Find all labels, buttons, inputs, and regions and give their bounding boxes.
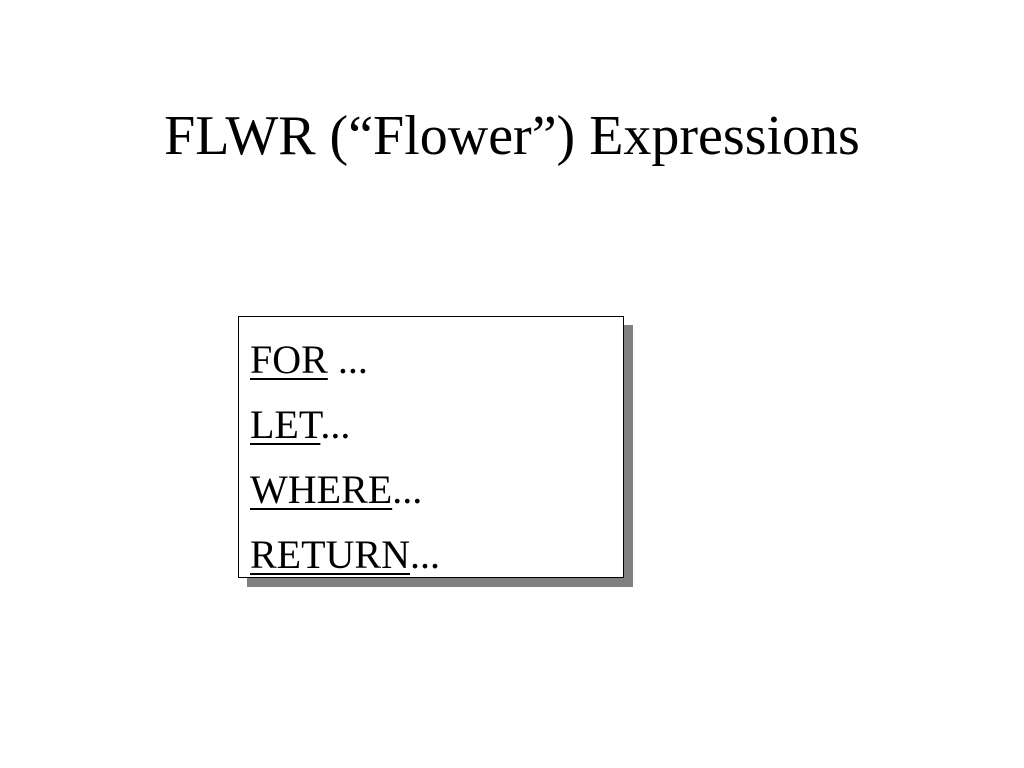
clause-keyword-return: RETURN	[250, 532, 410, 577]
clause-suffix-let: ...	[320, 402, 351, 447]
clause-suffix-for: ...	[327, 337, 368, 382]
slide-title: FLWR (“Flower”) Expressions	[164, 105, 860, 167]
clause-list: FOR ... LET... WHERE... RETURN...	[250, 327, 440, 587]
clause-for: FOR ...	[250, 327, 440, 392]
clause-suffix-return: ...	[410, 532, 440, 577]
clause-where: WHERE...	[250, 457, 440, 522]
clause-keyword-where: WHERE	[250, 467, 393, 512]
clause-let: LET...	[250, 392, 440, 457]
clause-keyword-let: LET	[250, 402, 321, 447]
clause-return: RETURN...	[250, 522, 440, 587]
clause-keyword-for: FOR	[250, 337, 328, 382]
flwr-clause-box: FOR ... LET... WHERE... RETURN...	[238, 316, 624, 578]
clause-suffix-where: ...	[392, 467, 423, 512]
